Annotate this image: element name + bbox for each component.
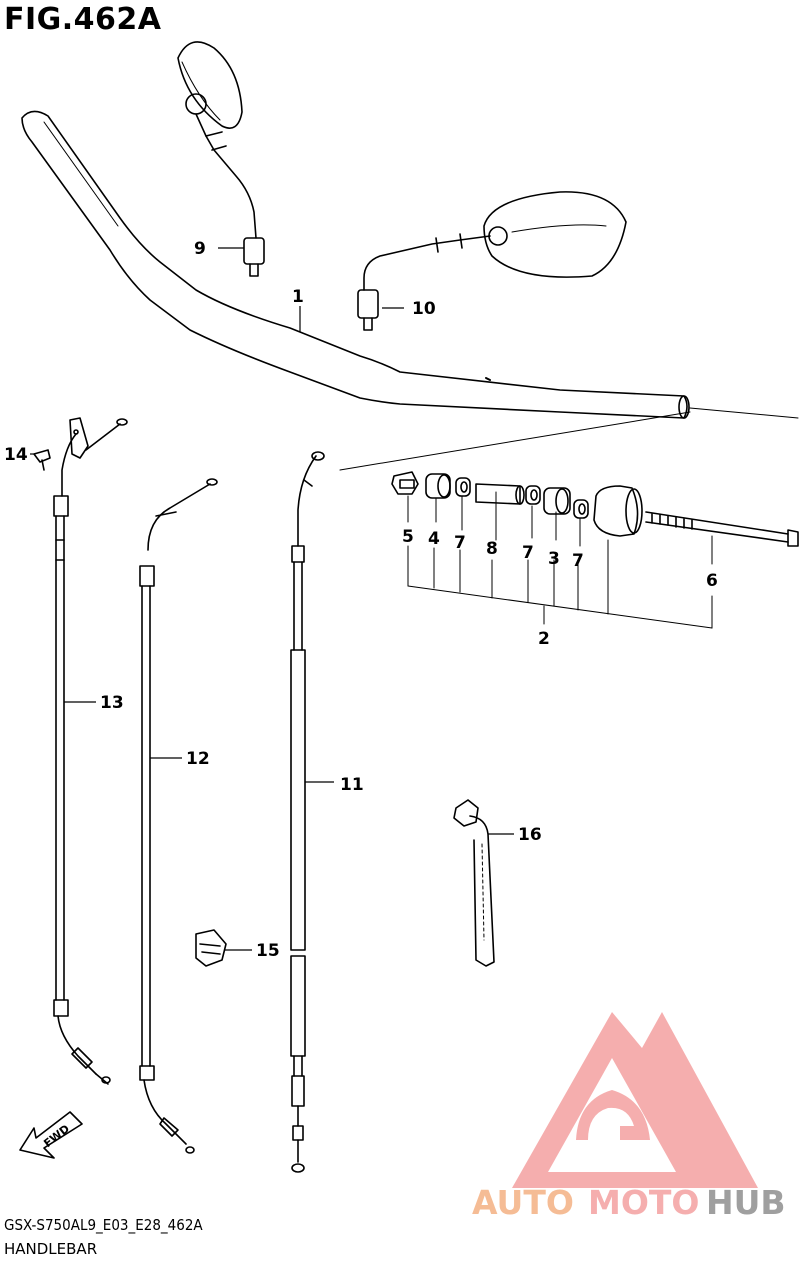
cable-part-12 — [139, 478, 218, 1154]
callout-3: 3 — [548, 549, 560, 569]
logo-text-hub: HUB — [706, 1183, 786, 1222]
screw-part-14 — [33, 449, 51, 471]
callout-labels: 1 2 3 4 5 6 7 7 7 8 9 10 11 12 13 14 15 … — [4, 239, 718, 961]
figure-title: FIG.462A — [4, 2, 162, 37]
callout-5: 5 — [402, 527, 414, 547]
assembly-leader-lines — [407, 491, 713, 629]
callout-4: 4 — [428, 529, 440, 549]
logo-text-auto: AUTO — [472, 1183, 574, 1222]
forward-direction-arrow: FWD — [19, 1111, 83, 1159]
callout-13: 13 — [100, 693, 124, 713]
callout-9: 9 — [194, 239, 206, 259]
callout-12: 12 — [186, 749, 210, 769]
callout-10: 10 — [412, 299, 436, 319]
clamp-part-15 — [195, 929, 227, 967]
callout-6: 6 — [706, 571, 718, 591]
handlebar-part-1 — [21, 110, 690, 419]
cable-part-11 — [290, 451, 325, 1173]
section-name: HANDLEBAR — [4, 1240, 98, 1258]
callout-11: 11 — [340, 775, 364, 795]
callout-16: 16 — [518, 825, 542, 845]
callout-14: 14 — [4, 445, 28, 465]
callout-2: 2 — [538, 629, 550, 649]
callout-7b: 7 — [522, 543, 534, 563]
callout-8: 8 — [486, 539, 498, 559]
callout-1: 1 — [292, 287, 304, 307]
model-code: GSX-S750AL9_E03_E28_462A — [4, 1216, 203, 1234]
callout-leaders — [30, 247, 514, 951]
callout-15: 15 — [256, 941, 280, 961]
cable-tie-part-16 — [453, 799, 495, 967]
mirror-left-part-9 — [177, 41, 265, 277]
bar-end-weight-assembly-2 — [391, 471, 799, 547]
cable-part-13 — [53, 417, 128, 1085]
callout-7c: 7 — [572, 551, 584, 571]
logo-text-moto: MOTO — [588, 1183, 699, 1222]
callout-7a: 7 — [454, 533, 466, 553]
automotohub-logo: AUTO MOTO HUB — [472, 1012, 786, 1222]
mirror-right-part-10 — [357, 191, 627, 331]
